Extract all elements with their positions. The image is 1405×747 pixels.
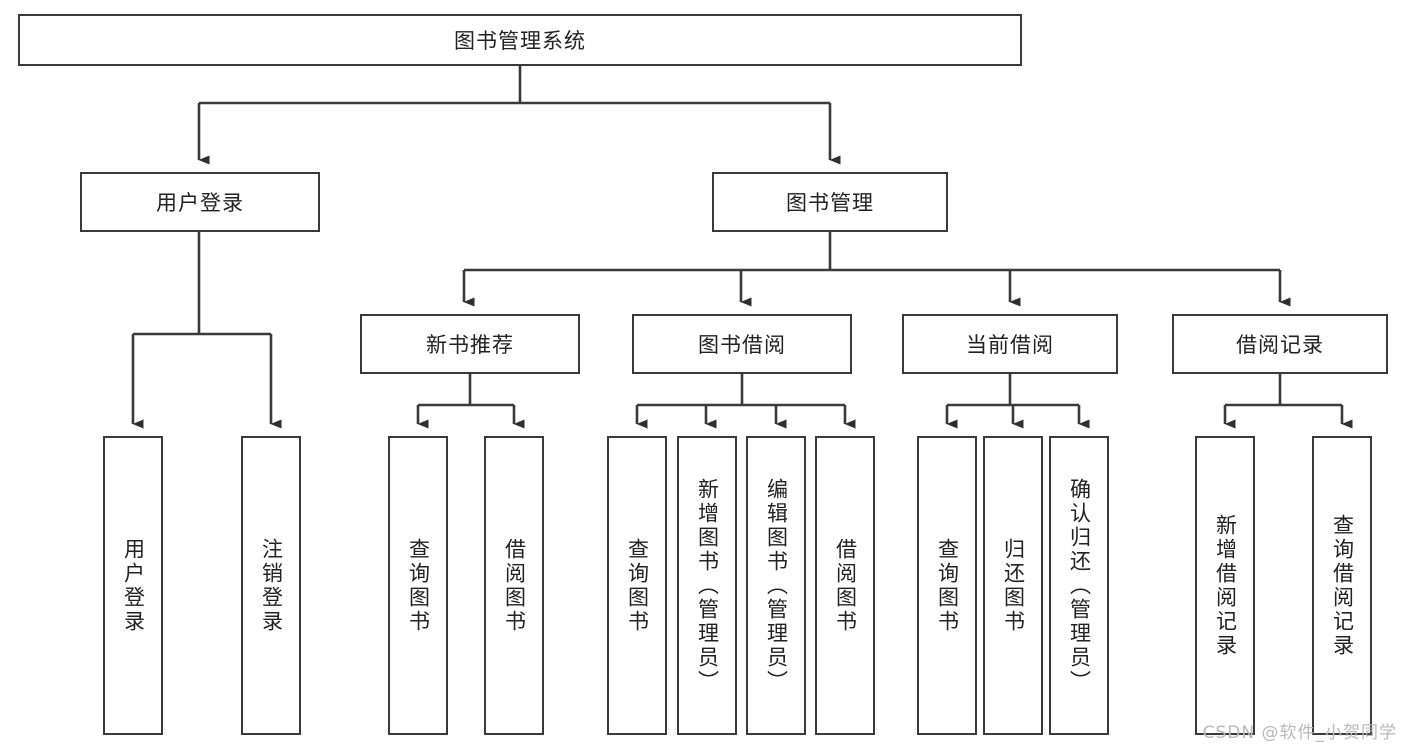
- leaf-current-borrow-confirm-return[interactable]: 确认归还（管理员）: [1049, 436, 1109, 735]
- node-label: 图书借阅: [698, 333, 786, 357]
- node-label: 查询图书: [406, 537, 431, 634]
- node-label: 用户登录: [121, 537, 146, 634]
- leaf-new-book-borrow[interactable]: 借阅图书: [484, 436, 544, 735]
- node-label: 查询图书: [935, 537, 960, 634]
- node-label: 用户登录: [156, 191, 244, 215]
- leaf-book-borrow-edit[interactable]: 编辑图书（管理员）: [746, 436, 806, 735]
- leaf-borrow-record-add[interactable]: 新增借阅记录: [1195, 436, 1255, 735]
- node-label: 图书管理: [786, 191, 874, 215]
- node-new-book-recommend[interactable]: 新书推荐: [360, 314, 580, 374]
- node-root-library-system[interactable]: 图书管理系统: [18, 14, 1022, 66]
- node-label: 查询借阅记录: [1330, 513, 1355, 658]
- leaf-book-borrow-add[interactable]: 新增图书（管理员）: [677, 436, 737, 735]
- node-label: 借阅图书: [833, 537, 858, 634]
- node-label: 查询图书: [625, 537, 650, 634]
- node-current-borrow[interactable]: 当前借阅: [902, 314, 1118, 374]
- node-label: 编辑图书（管理员）: [764, 477, 789, 694]
- node-user-login[interactable]: 用户登录: [80, 172, 320, 232]
- leaf-user-login-login[interactable]: 用户登录: [103, 436, 163, 735]
- leaf-new-book-query[interactable]: 查询图书: [388, 436, 448, 735]
- watermark-text: CSDN @软件_小贺同学: [1202, 723, 1397, 743]
- leaf-user-login-logout[interactable]: 注销登录: [241, 436, 301, 735]
- leaf-borrow-record-query[interactable]: 查询借阅记录: [1312, 436, 1372, 735]
- node-label: 注销登录: [259, 537, 284, 634]
- leaf-book-borrow-query[interactable]: 查询图书: [607, 436, 667, 735]
- node-book-borrow[interactable]: 图书借阅: [632, 314, 852, 374]
- node-book-management[interactable]: 图书管理: [712, 172, 948, 232]
- node-label: 借阅记录: [1236, 333, 1324, 357]
- node-label: 图书管理系统: [454, 29, 586, 53]
- leaf-book-borrow-borrow[interactable]: 借阅图书: [815, 436, 875, 735]
- node-borrow-record[interactable]: 借阅记录: [1172, 314, 1388, 374]
- leaf-current-borrow-return[interactable]: 归还图书: [983, 436, 1043, 735]
- node-label: 新增图书（管理员）: [695, 477, 720, 694]
- node-label: 当前借阅: [966, 333, 1054, 357]
- node-label: 确认归还（管理员）: [1067, 477, 1092, 694]
- node-label: 归还图书: [1001, 537, 1026, 634]
- leaf-current-borrow-query[interactable]: 查询图书: [917, 436, 977, 735]
- node-label: 新增借阅记录: [1213, 513, 1238, 658]
- node-label: 借阅图书: [502, 537, 527, 634]
- node-label: 新书推荐: [426, 333, 514, 357]
